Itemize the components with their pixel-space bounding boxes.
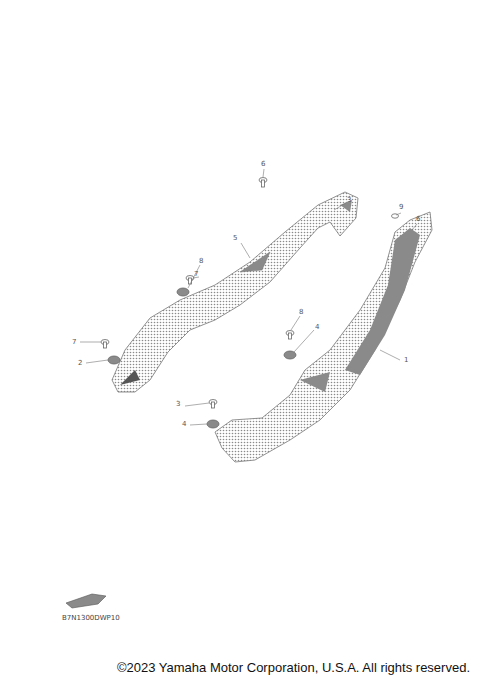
callout-number: 4	[315, 324, 319, 331]
copyright-caption: ©2023 Yamaha Motor Corporation, U.S.A. A…	[117, 661, 470, 674]
callout-number: 5	[233, 235, 237, 242]
drawing-code: B7N1300DWP10	[62, 615, 120, 622]
callout-number: 8	[299, 309, 303, 316]
callout-number: 6	[261, 161, 265, 168]
callout-number: 1	[404, 357, 408, 364]
leader-lines	[80, 169, 417, 425]
callout-number: 7	[194, 271, 198, 278]
callout-number: 8	[199, 258, 203, 265]
callout-number: 4	[182, 421, 186, 428]
callout-number: 3	[176, 401, 180, 408]
orientation-icon	[66, 594, 106, 608]
callout-number: 9	[399, 204, 403, 211]
callout-number: 6	[416, 216, 420, 223]
callout-number: 7	[72, 339, 76, 346]
callout-number: 3	[347, 197, 351, 204]
callout-number: 2	[78, 360, 82, 367]
side-cover-right	[215, 212, 432, 462]
fasteners	[101, 178, 399, 429]
